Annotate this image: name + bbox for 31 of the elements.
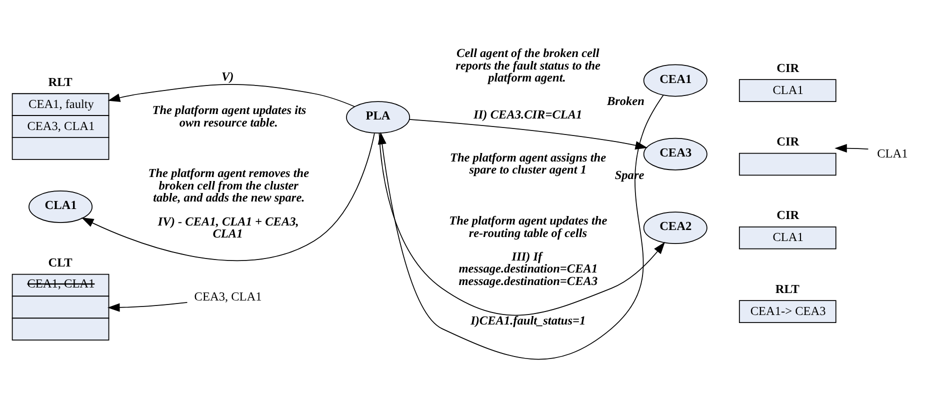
node-ellipse: CLA1 xyxy=(28,190,93,222)
label: Cell agent of the broken cell reports the fault status to the platform agent. xyxy=(456,45,600,84)
node-label: RLT xyxy=(48,74,72,88)
node-label: Broken xyxy=(606,94,644,108)
node-text: CLA1 xyxy=(877,146,908,160)
node-label: RLT xyxy=(775,281,800,296)
arrow xyxy=(409,118,648,150)
node-ellipse: CEA2 xyxy=(643,211,708,244)
edge-label: V) xyxy=(221,69,234,84)
node-label: CLT xyxy=(48,255,72,270)
node-ellipse: CEA3 xyxy=(643,137,708,170)
arrow xyxy=(378,94,664,360)
node-ellipse: CEA1 xyxy=(643,64,708,96)
label: The platform agent updates the re-routing table of cells xyxy=(449,212,608,240)
arrow xyxy=(81,132,375,261)
node-text: CEA3, CLA1 xyxy=(194,288,262,303)
node-label: CIR xyxy=(776,208,800,222)
arrow xyxy=(107,301,188,312)
label: The platform agent assigns the spare to cluster agent 1 xyxy=(450,150,606,176)
node-label: CIR xyxy=(776,134,800,148)
edge-label: I)CEA1.fault_status=1 xyxy=(470,312,586,327)
edge-label: II) CEA3.CIR=CLA1 xyxy=(474,106,582,121)
label: The platform agent updates its own resource table. xyxy=(152,102,306,129)
arrow xyxy=(378,132,666,316)
edge-label: III) If message.destination=CEA1 message.destination=CEA3 xyxy=(458,248,598,288)
node-label: CIR xyxy=(776,60,800,74)
node-ellipse: PLA xyxy=(346,100,410,134)
label: The platform agent removes the broken cell from the cluster table, and adds the new spare. xyxy=(148,166,310,204)
edge-label: IV) - CEA1, CLA1 + CEA3, CLA1 xyxy=(158,214,299,240)
arrow xyxy=(108,84,356,107)
arrow xyxy=(834,143,869,152)
